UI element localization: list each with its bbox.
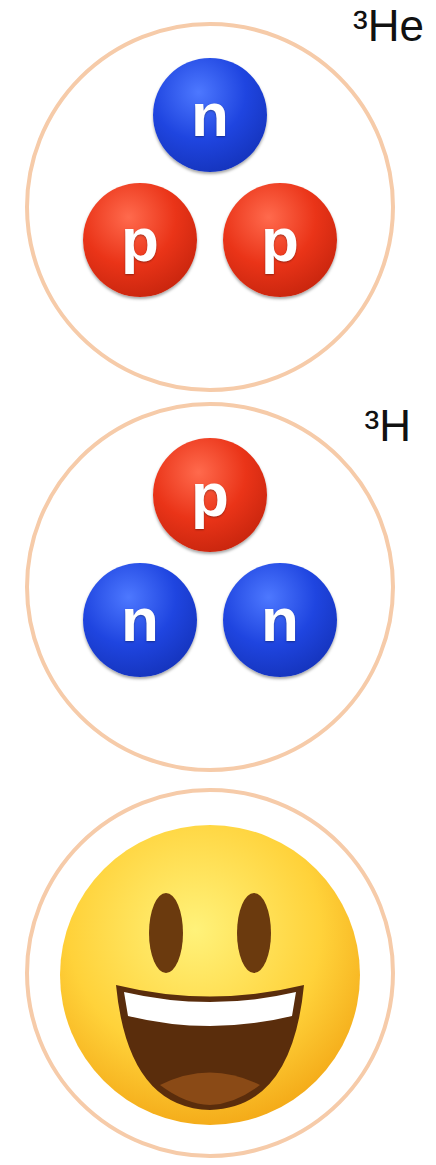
smiley-teeth: [124, 992, 296, 1026]
label-holder: ³He: [353, 4, 424, 48]
nucleon-letter: n: [261, 589, 299, 651]
nucleon-letter: n: [191, 84, 229, 146]
nucleus-label: ³H: [365, 404, 411, 448]
nucleon-ball: n: [83, 563, 197, 677]
nucleon-ball: n: [223, 563, 337, 677]
nucleon-ball: p: [223, 183, 337, 297]
nucleon-letter: n: [121, 589, 159, 651]
outer-circle: [27, 790, 393, 1156]
nucleon-letter: p: [121, 209, 159, 271]
nucleon-letter: p: [191, 464, 229, 526]
smiley-tongue: [160, 1073, 260, 1106]
label-holder: ³H: [365, 404, 411, 448]
smiley-mouth: [116, 985, 304, 1110]
nucleon-ball: p: [153, 438, 267, 552]
nucleus-label: ³He: [353, 4, 424, 48]
nucleus-circle: ³Hpnn: [25, 402, 395, 772]
smiley-eye: [237, 893, 271, 973]
nucleon-ball: n: [153, 58, 267, 172]
smiley-face: [60, 825, 360, 1125]
nucleus-circle: ³Henpp: [25, 22, 395, 392]
smiley-eye: [149, 893, 183, 973]
nucleon-ball: p: [83, 183, 197, 297]
nucleon-letter: p: [261, 209, 299, 271]
